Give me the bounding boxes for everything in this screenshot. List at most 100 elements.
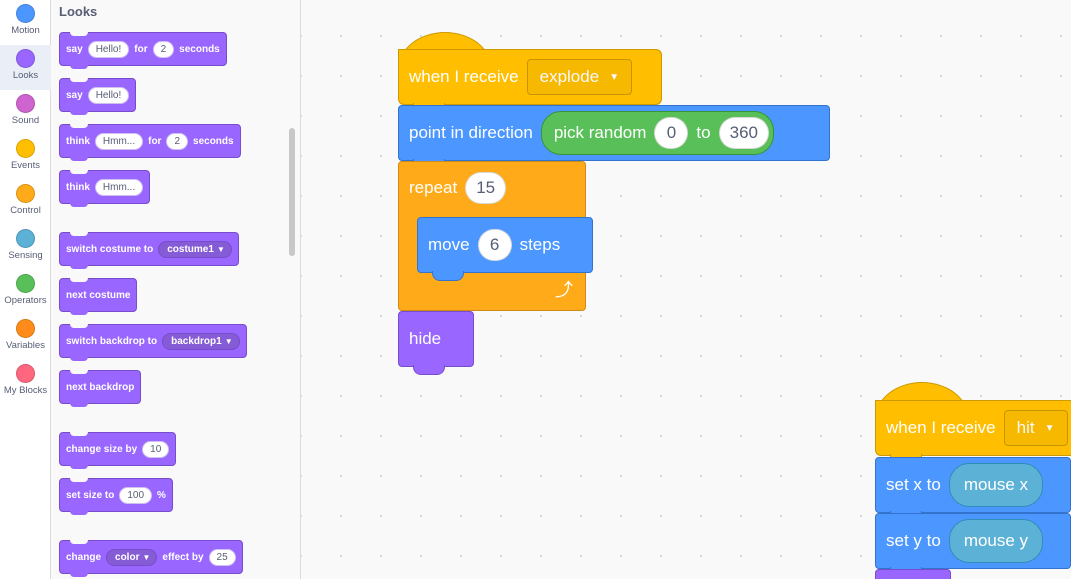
change-effect-block[interactable]: change color▼ effect by 25 — [59, 540, 243, 577]
chevron-down-icon: ▼ — [216, 244, 225, 254]
category-color-icon — [16, 49, 35, 68]
say-block[interactable]: say Hello! — [59, 78, 137, 115]
pick-random-reporter[interactable]: pick random 0 to 360 — [540, 111, 774, 155]
size-input[interactable]: 10 — [142, 440, 170, 458]
message-input[interactable]: Hmm... — [94, 178, 144, 196]
category-color-icon — [16, 94, 35, 113]
set-y-block[interactable]: set y to mouse y — [875, 513, 1071, 577]
costume-value: costume1 — [167, 243, 214, 255]
block-text: think — [66, 135, 90, 147]
category-motion[interactable]: Motion — [0, 0, 51, 45]
block-text: point in direction — [409, 123, 533, 142]
block-text: for — [148, 135, 162, 147]
partial-looks-block[interactable] — [875, 569, 951, 579]
category-color-icon — [16, 274, 35, 293]
chevron-down-icon: ▼ — [1044, 422, 1055, 434]
block-text: % — [157, 489, 166, 501]
category-operators[interactable]: Operators — [0, 270, 51, 315]
set-x-block[interactable]: set x to mouse x — [875, 457, 1071, 521]
set-size-block[interactable]: set size to 100 % — [59, 478, 173, 515]
block-text: switch costume to — [66, 243, 154, 255]
block-text: effect by — [162, 551, 204, 563]
block-text: pick random — [553, 123, 647, 142]
code-workspace[interactable]: when I receive explode▼ point in directi… — [301, 0, 1071, 579]
block-palette: Looks say Hello! for 2 seconds say Hello… — [51, 0, 301, 579]
category-events[interactable]: Events — [0, 135, 51, 180]
category-label: Events — [10, 160, 41, 171]
repeat-count-input[interactable]: 15 — [465, 172, 507, 204]
category-sensing[interactable]: Sensing — [0, 225, 51, 270]
category-label: Looks — [12, 70, 39, 81]
palette-scrollbar[interactable] — [289, 128, 295, 256]
block-text: steps — [519, 235, 561, 254]
block-text: seconds — [193, 135, 234, 147]
block-text: change — [66, 551, 102, 563]
switch-costume-block[interactable]: switch costume to costume1▼ — [59, 232, 239, 269]
say-for-secs-block[interactable]: say Hello! for 2 seconds — [59, 32, 227, 69]
costume-dropdown[interactable]: costume1▼ — [158, 240, 232, 258]
category-my-blocks[interactable]: My Blocks — [0, 360, 51, 405]
next-costume-block[interactable]: next costume — [59, 278, 138, 315]
chevron-down-icon: ▼ — [224, 336, 233, 346]
category-color-icon — [16, 319, 35, 338]
seconds-input[interactable]: 2 — [152, 40, 175, 58]
category-color-icon — [16, 229, 35, 248]
block-text: next backdrop — [66, 381, 135, 393]
block-text: change size by — [66, 443, 138, 455]
message-value: explode — [539, 67, 600, 86]
category-sound[interactable]: Sound — [0, 90, 51, 135]
block-text: say — [66, 43, 83, 55]
category-label: Control — [10, 205, 41, 216]
message-input[interactable]: Hmm... — [94, 132, 144, 150]
message-dropdown[interactable]: explode▼ — [526, 59, 633, 95]
move-steps-block[interactable]: move 6 steps — [417, 217, 593, 281]
backdrop-dropdown[interactable]: backdrop1▼ — [162, 332, 240, 350]
category-label: Motion — [11, 25, 40, 36]
category-label: Operators — [4, 295, 47, 306]
point-in-direction-block[interactable]: point in direction pick random 0 to 360 — [398, 105, 830, 169]
category-label: Sound — [11, 115, 40, 126]
next-backdrop-block[interactable]: next backdrop — [59, 370, 142, 407]
think-block[interactable]: think Hmm... — [59, 170, 151, 207]
mouse-y-reporter[interactable]: mouse y — [948, 519, 1044, 563]
block-text: set x to — [886, 475, 941, 494]
message-input[interactable]: Hello! — [87, 86, 130, 104]
block-text: set y to — [886, 531, 941, 550]
message-dropdown[interactable]: hit ▼ — [1003, 410, 1068, 446]
when-i-receive-block[interactable]: when I receive hit▼ — [875, 400, 1071, 464]
chevron-down-icon: ▼ — [142, 552, 151, 562]
loop-arrow-icon: ⤴ — [555, 280, 573, 300]
change-size-block[interactable]: change size by 10 — [59, 432, 177, 469]
switch-backdrop-block[interactable]: switch backdrop to backdrop1▼ — [59, 324, 247, 361]
backdrop-value: backdrop1 — [171, 335, 222, 347]
think-for-secs-block[interactable]: think Hmm... for 2 seconds — [59, 124, 241, 161]
hide-block[interactable]: hide — [398, 311, 474, 375]
steps-input[interactable]: 6 — [477, 229, 512, 261]
size-input[interactable]: 100 — [119, 486, 153, 504]
category-label: Sensing — [8, 250, 43, 261]
effect-value: color — [115, 551, 140, 563]
block-text: when I receive — [409, 67, 519, 86]
category-color-icon — [16, 139, 35, 158]
message-value: hit — [1016, 418, 1035, 437]
category-control[interactable]: Control — [0, 180, 51, 225]
block-text: say — [66, 89, 83, 101]
when-i-receive-block[interactable]: when I receive explode▼ — [398, 49, 662, 113]
message-input[interactable]: Hello! — [87, 40, 130, 58]
block-text: set size to — [66, 489, 115, 501]
block-text: switch backdrop to — [66, 335, 158, 347]
block-text: repeat — [409, 178, 458, 197]
category-label: Variables — [6, 340, 45, 351]
effect-dropdown[interactable]: color▼ — [106, 548, 158, 566]
block-text: think — [66, 181, 90, 193]
effect-input[interactable]: 25 — [208, 548, 236, 566]
random-to-input[interactable]: 360 — [718, 117, 769, 149]
block-text: move — [428, 235, 470, 254]
seconds-input[interactable]: 2 — [166, 132, 189, 150]
mouse-x-reporter[interactable]: mouse x — [948, 463, 1044, 507]
random-from-input[interactable]: 0 — [654, 117, 689, 149]
category-label: My Blocks — [3, 385, 48, 396]
category-looks[interactable]: Looks — [0, 45, 51, 90]
category-variables[interactable]: Variables — [0, 315, 51, 360]
